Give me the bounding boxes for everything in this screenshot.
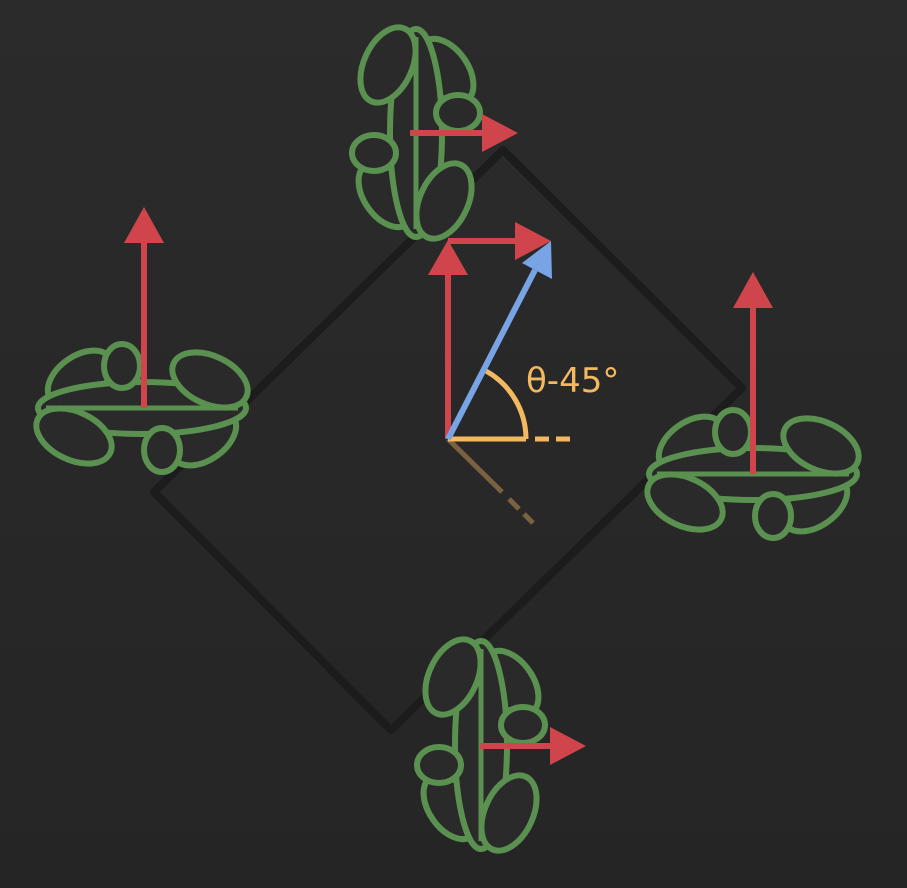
angle-label: θ-45° [526, 361, 619, 401]
resultant-arrow [445, 241, 552, 441]
angle-arc [484, 368, 529, 440]
horizontal-component-arrow [448, 222, 551, 260]
force-arrow-top [410, 114, 518, 152]
reference-line [446, 437, 535, 525]
force-arrow-bottom [480, 727, 586, 765]
vertical-component-arrow [428, 240, 468, 439]
force-arrow-right [733, 272, 773, 474]
chassis-outline [150, 146, 746, 734]
force-arrow-left [124, 207, 164, 408]
